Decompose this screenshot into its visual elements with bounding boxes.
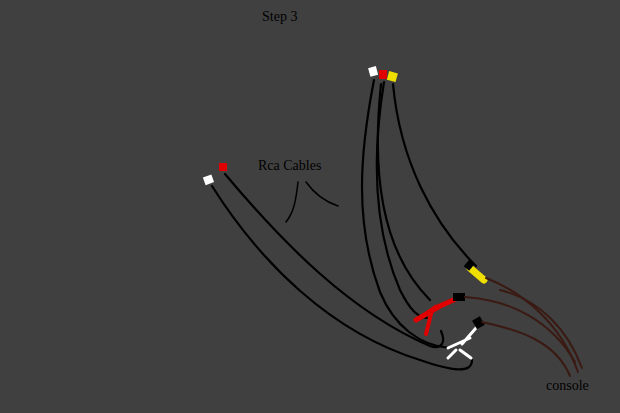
- rca-wires: [212, 80, 476, 369]
- collar: [453, 293, 465, 301]
- white-plug: [203, 175, 214, 186]
- yellow-connector: [470, 268, 484, 280]
- wire: [212, 186, 472, 369]
- part-label: console: [546, 378, 589, 393]
- rca-plugs: [203, 66, 398, 185]
- leader-line: [286, 182, 298, 222]
- part-label: Rca Cables: [258, 158, 321, 173]
- collar: [464, 259, 475, 270]
- wire: [378, 84, 430, 300]
- step-title: Step 3: [262, 9, 297, 24]
- leader-line: [306, 182, 338, 206]
- yellow-plug: [387, 71, 398, 82]
- collars: [453, 259, 485, 329]
- white-plug: [368, 66, 378, 77]
- leader-lines: [286, 182, 338, 222]
- console-wire: [500, 290, 582, 368]
- splitters: [416, 268, 484, 358]
- wire: [225, 174, 443, 347]
- console-wire: [482, 322, 570, 376]
- console-wire: [465, 297, 575, 362]
- white-splitter: [448, 328, 476, 358]
- console-wire: [486, 278, 578, 372]
- red-plug: [219, 163, 227, 171]
- wire: [393, 84, 476, 266]
- red-splitter: [420, 306, 436, 318]
- console-cable: [465, 278, 582, 376]
- red-splitter: [416, 298, 458, 320]
- red-plug: [379, 70, 387, 79]
- wire: [377, 82, 428, 318]
